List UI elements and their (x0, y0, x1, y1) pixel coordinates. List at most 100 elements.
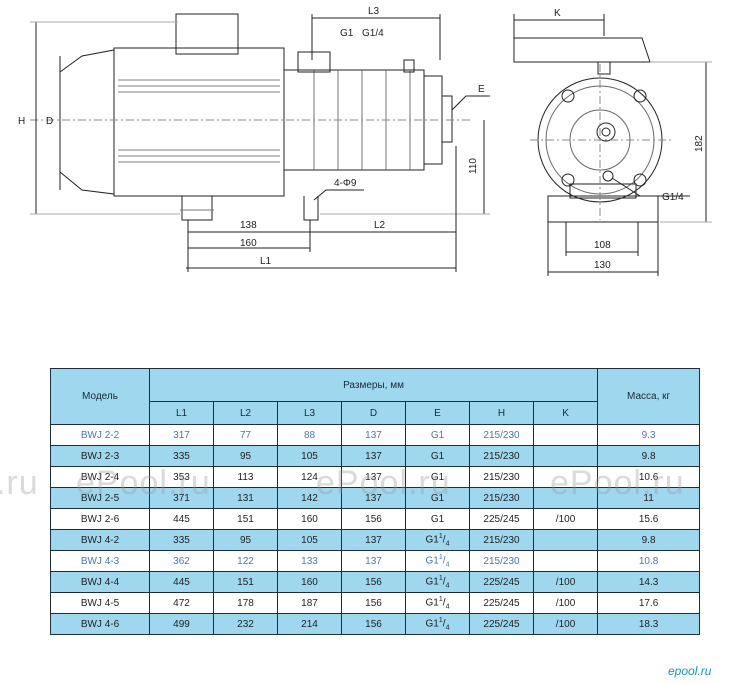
cell-k (532, 445, 599, 467)
cell-l3: 142 (277, 487, 342, 509)
cell-mass: 14.3 (597, 571, 701, 593)
cell-l1: 335 (149, 445, 214, 467)
cell-l2: 151 (213, 571, 278, 593)
cell-mass: 11 (597, 487, 701, 509)
label-108: 108 (594, 240, 611, 251)
cell-d: 156 (341, 592, 406, 614)
cell-model: BWJ 4-4 (50, 571, 150, 593)
cell-l3: 187 (277, 592, 342, 614)
cell-l1: 335 (149, 529, 214, 551)
cell-l2: 151 (213, 508, 278, 530)
cell-e: G1 (405, 487, 470, 509)
label-182: 182 (694, 135, 705, 152)
header-d: D (341, 401, 406, 425)
header-k: K (532, 401, 599, 425)
junction-box (175, 13, 239, 55)
cell-l2: 178 (213, 592, 278, 614)
cell-l1: 371 (149, 487, 214, 509)
header-l1: L1 (149, 401, 214, 425)
label-l3: L3 (368, 6, 380, 17)
pump-foot (303, 196, 319, 221)
cell-h: 215/230 (469, 445, 534, 467)
cell-d: 137 (341, 550, 406, 572)
cell-h: 225/245 (469, 613, 534, 635)
cell-e: G11/4 (405, 550, 470, 572)
cell-k: /100 (532, 571, 599, 593)
header-h: H (469, 401, 534, 425)
cell-l3: 88 (277, 424, 342, 446)
cell-d: 137 (341, 445, 406, 467)
watermark: ePool.ru (550, 464, 685, 502)
cell-e: G1 (405, 508, 470, 530)
cell-k: /100 (532, 613, 599, 635)
cell-l1: 317 (149, 424, 214, 446)
cell-mass: 17.6 (597, 592, 701, 614)
cell-mass: 18.3 (597, 613, 701, 635)
label-110: 110 (468, 158, 479, 174)
watermark: ePool.ru (76, 464, 211, 502)
cell-e: G11/4 (405, 592, 470, 614)
watermark: ePool.ru (316, 464, 451, 502)
cell-l2: 122 (213, 550, 278, 572)
cell-mass: 9.3 (597, 424, 701, 446)
cell-l3: 105 (277, 529, 342, 551)
cell-d: 156 (341, 571, 406, 593)
label-phi9: 4-Φ9 (334, 178, 357, 189)
cell-h: 225/245 (469, 508, 534, 530)
header-dimensions: Размеры, мм (148, 368, 599, 402)
cell-l2: 131 (213, 487, 278, 509)
cell-d: 137 (341, 424, 406, 446)
cell-d: 156 (341, 508, 406, 530)
cell-h: 225/245 (469, 592, 534, 614)
cell-model: BWJ 4-5 (50, 592, 150, 614)
header-mass: Масса, кг (597, 368, 701, 425)
cell-l3: 214 (277, 613, 342, 635)
motor-foot (181, 196, 213, 221)
cell-k (532, 529, 599, 551)
cell-model: BWJ 4-3 (50, 550, 150, 572)
cell-mass: 9.8 (597, 529, 701, 551)
motor-housing (113, 47, 285, 197)
cell-k: /100 (532, 508, 599, 530)
cell-e: G11/4 (405, 529, 470, 551)
cell-d: 156 (341, 613, 406, 635)
specs-table: Модель Размеры, мм Масса, кг L1 L2 L3 D … (50, 368, 701, 635)
cell-k (532, 424, 599, 446)
label-e: E (478, 84, 485, 95)
label-k: K (554, 8, 561, 19)
cell-h: 215/230 (469, 466, 534, 488)
cell-l2: 77 (213, 424, 278, 446)
cell-h: 215/230 (469, 529, 534, 551)
label-d: D (46, 116, 53, 127)
label-l2: L2 (374, 220, 386, 231)
cell-e: G11/4 (405, 571, 470, 593)
label-130: 130 (594, 260, 611, 271)
cell-l2: 232 (213, 613, 278, 635)
header-l3: L3 (277, 401, 342, 425)
label-l1: L1 (260, 256, 272, 267)
cell-model: BWJ 2-2 (50, 424, 150, 446)
cell-l1: 362 (149, 550, 214, 572)
cell-mass: 15.6 (597, 508, 701, 530)
cell-l3: 160 (277, 571, 342, 593)
outlet-port-g1 (297, 51, 331, 73)
pump-technical-drawing: L3 G1 G1/4 H D E 110 4-Φ9 138 160 L2 L1 … (18, 6, 712, 276)
cell-l1: 499 (149, 613, 214, 635)
cell-l2: 95 (213, 445, 278, 467)
cell-h: 215/230 (469, 487, 534, 509)
label-g1-4-side: G1/4 (662, 192, 684, 203)
cell-model: BWJ 4-6 (50, 613, 150, 635)
header-model: Модель (50, 368, 150, 425)
cell-mass: 10.8 (597, 550, 701, 572)
